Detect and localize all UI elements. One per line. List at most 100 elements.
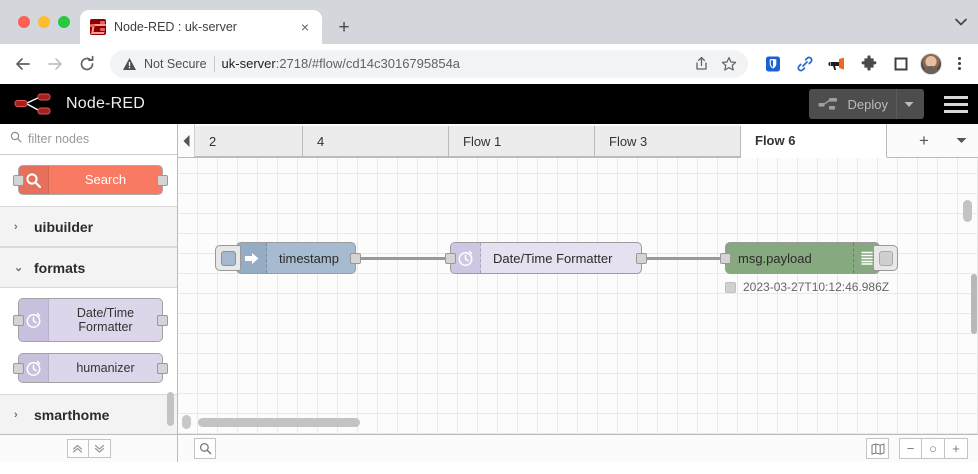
search-icon [10,130,22,148]
zoom-out-button[interactable]: − [899,438,922,459]
minimize-window-button[interactable] [38,16,50,28]
deploy-label: Deploy [847,96,888,112]
chevron-down-icon: ⌄ [14,262,24,274]
statusbar-search [178,438,216,459]
window-controls [12,0,80,44]
palette-scrollbar-thumb[interactable] [167,392,174,426]
reload-button[interactable] [72,49,102,79]
flow-list-chevron-down-icon[interactable] [944,124,978,157]
palette-node-search[interactable]: Search [13,165,168,195]
chevrons-up-icon[interactable] [66,439,89,458]
flow-tab-flow-3[interactable]: Flow 3 [595,126,741,157]
shield-extension-icon[interactable] [760,51,786,77]
page-vertical-scrollbar[interactable] [971,274,977,334]
inject-trigger-button[interactable] [215,245,241,271]
address-bar[interactable]: Not Secure uk-server:2718/#flow/cd14c301… [110,49,748,78]
node-output-port[interactable] [350,253,361,264]
url-text: uk-server:2718/#flow/cd14c3016795854a [221,56,461,71]
status-dot-icon [725,281,736,293]
node-red-logo-icon [14,92,56,116]
canvas-node-debug[interactable]: msg.payload [720,242,898,274]
canvas-node-inject[interactable]: timestamp [215,242,361,274]
map-navigator-icon[interactable] [866,438,889,459]
header-actions: Deploy [808,84,978,124]
palette-category-smarthome[interactable]: › smarthome [0,394,177,434]
megaphone-extension-icon[interactable] [824,51,850,77]
flow-tab-flow-1[interactable]: Flow 1 [449,126,595,157]
share-icon[interactable] [688,51,714,77]
flow-tab-flow-6[interactable]: Flow 6 [741,124,887,158]
star-icon[interactable] [716,51,742,77]
link-extension-icon[interactable] [792,51,818,77]
node-red-header: Node-RED Deploy [0,84,978,124]
square-extension-icon[interactable] [888,51,914,77]
browser-tabstrip: Node-RED : uk-server × + [0,0,978,44]
inject-arrow-icon [237,243,267,273]
canvas-node-status: 2023-03-27T10:12:46.986Z [725,280,889,294]
palette-filter-input[interactable]: filter nodes [0,124,177,155]
node-output-port [157,175,168,186]
palette-category-uibuilder[interactable]: › uibuilder [0,206,177,247]
canvas-scroll-corner[interactable] [182,415,191,429]
tab-search-chevron-down-icon[interactable] [944,0,978,44]
deploy-chevron-down-icon[interactable] [896,89,920,119]
back-button[interactable] [8,49,38,79]
flow-canvas-area: 2 4 Flow 1 Flow 3 Flow 6 + [178,124,978,434]
new-tab-button[interactable]: + [338,16,350,38]
canvas-node-label: msg.payload [738,250,812,266]
node-palette: filter nodes Search [0,124,178,434]
search-icon[interactable] [194,438,216,459]
security-status-label: Not Secure [144,56,207,71]
kebab-menu-icon[interactable] [948,53,970,75]
canvas-vertical-scrollbar[interactable] [963,200,972,222]
palette-category-label: formats [34,259,86,276]
canvas-horizontal-scrollbar[interactable] [198,418,360,427]
omnibox-divider [213,55,215,72]
node-input-port [13,175,24,186]
clock-icon [19,354,49,382]
palette-node-group-top: Search [0,155,177,206]
add-flow-button[interactable]: + [919,130,929,150]
node-red-statusbar: − ○ + [0,434,978,462]
palette-node-label: humanizer [76,361,135,375]
zoom-in-button[interactable]: + [945,438,968,459]
browser-tab[interactable]: Node-RED : uk-server × [80,10,322,44]
node-input-port [13,363,24,374]
chevron-right-icon: › [14,408,18,421]
node-input-port[interactable] [445,253,456,264]
palette-scroll-area: Search › uibuilder ⌄ formats [0,155,177,434]
close-window-button[interactable] [18,16,30,28]
palette-node-label: Search [84,172,127,187]
forward-button[interactable] [40,49,70,79]
palette-node-label: Date/Time Formatter [76,306,135,334]
chevron-right-icon: › [14,220,18,233]
palette-node-datetime-formatter[interactable]: Date/Time Formatter [13,298,168,342]
node-red-app: Node-RED Deploy [0,84,978,462]
deploy-button[interactable]: Deploy [808,89,924,119]
close-tab-icon[interactable]: × [300,19,310,35]
flow-tab-2[interactable]: 2 [195,126,303,157]
tab-title: Node-RED : uk-server [114,20,237,34]
chevrons-down-icon[interactable] [88,439,111,458]
flow-canvas-grid[interactable]: timestamp Date/Time Formatter [178,158,978,434]
node-output-port [157,315,168,326]
profile-avatar[interactable] [920,52,942,75]
canvas-node-datetime-formatter[interactable]: Date/Time Formatter [445,242,647,274]
flow-tab-4[interactable]: 4 [303,126,449,157]
palette-category-formats[interactable]: ⌄ formats [0,247,177,288]
puzzle-extensions-icon[interactable] [856,51,882,77]
palette-category-label: uibuilder [34,218,94,235]
scroll-left-arrow-icon[interactable] [178,124,195,157]
hamburger-menu-icon[interactable] [934,84,978,124]
debug-enable-toggle-button[interactable] [873,245,898,271]
zoom-reset-button[interactable]: ○ [922,438,945,459]
deploy-node-icon [818,96,840,112]
node-output-port [157,363,168,374]
node-red-brand-label: Node-RED [66,95,145,112]
node-input-port[interactable] [720,253,731,264]
node-output-port[interactable] [636,253,647,264]
palette-category-label: smarthome [34,406,110,423]
maximize-window-button[interactable] [58,16,70,28]
palette-node-humanizer[interactable]: humanizer [13,353,168,383]
